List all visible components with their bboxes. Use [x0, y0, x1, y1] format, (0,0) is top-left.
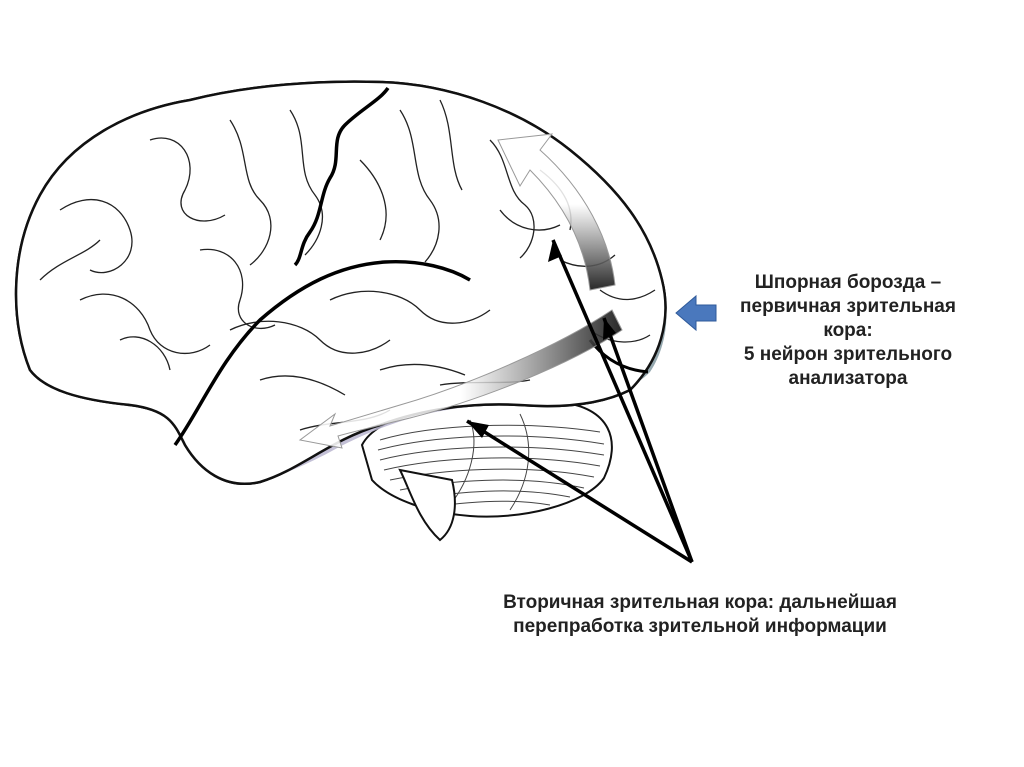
label-line: первичная зрительная [740, 296, 956, 317]
label-line: анализатора [788, 368, 908, 389]
pointer-arrow-icon [675, 294, 717, 332]
label-line: кора: [823, 320, 873, 341]
cerebellum-illustration [360, 399, 613, 542]
secondary-visual-cortex-label: Вторичная зрительная кора: дальнейшая пе… [420, 591, 980, 639]
label-line: Шпорная борозда – [754, 272, 942, 293]
primary-visual-cortex-label: Шпорная борозда – первичная зрительная к… [700, 271, 996, 391]
label-line: перепработка зрительной информации [513, 616, 887, 637]
ventral-stream-arrow [298, 309, 623, 449]
central-sulcus [293, 86, 390, 267]
label-line: Вторичная зрительная кора: дальнейшая [503, 592, 897, 613]
lateral-fissure [173, 259, 471, 447]
label-line: 5 нейрон зрительного [743, 344, 953, 365]
dorsal-stream-arrow [497, 133, 616, 291]
secondary-pointer-lines [466, 239, 694, 564]
